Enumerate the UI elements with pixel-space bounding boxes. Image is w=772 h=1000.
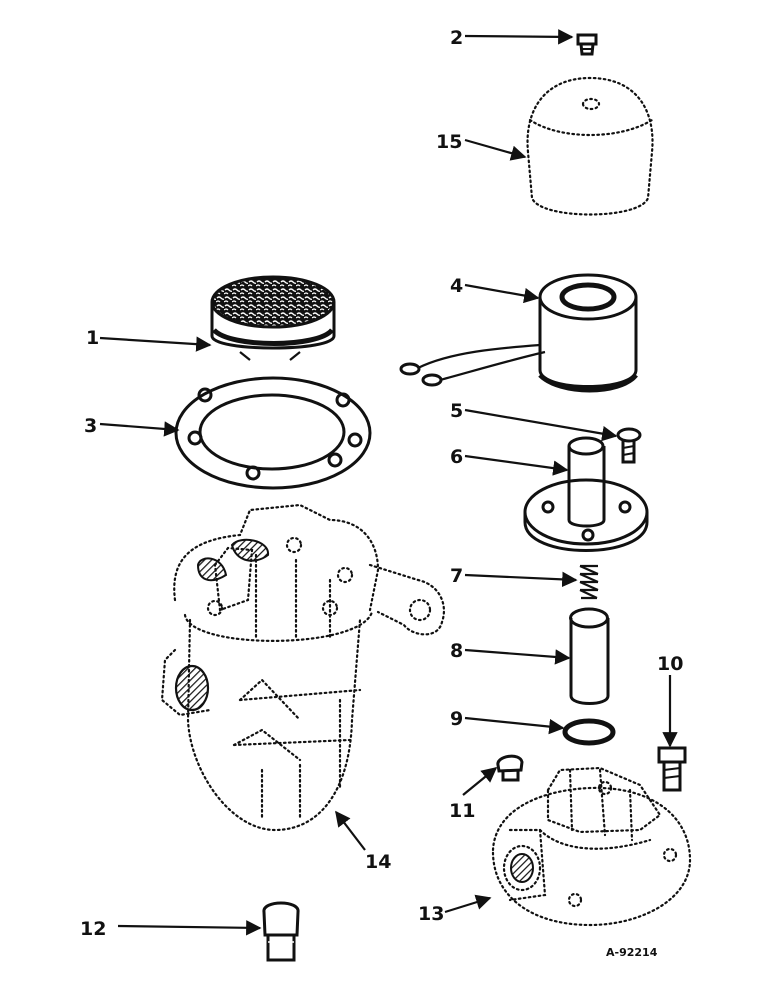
part-5-screw [616, 427, 642, 464]
part-1-filter-screen [210, 275, 336, 361]
leader-lines [99, 29, 678, 936]
callout-8: 8 [450, 640, 463, 662]
part-12-drain-plug [262, 901, 300, 962]
part-14-filter-bowl [160, 503, 445, 832]
part-3-gasket [174, 376, 372, 490]
part-8-plunger [569, 607, 610, 705]
part-9-o-ring [562, 718, 616, 746]
part-7-spring [579, 564, 599, 600]
callout-15: 15 [436, 131, 462, 153]
callout-10: 10 [657, 653, 683, 675]
drawing-code: A-92214 [606, 946, 658, 959]
callout-5: 5 [450, 400, 463, 422]
callout-6: 6 [450, 446, 463, 468]
part-2-plug [576, 33, 598, 56]
callout-11: 11 [449, 800, 475, 822]
part-6-flanged-tube [523, 436, 649, 552]
part-4-solenoid-coil [399, 273, 638, 393]
callout-9: 9 [450, 708, 463, 730]
part-13-valve-body [491, 766, 692, 927]
callout-7: 7 [450, 565, 463, 587]
callout-labels: 2 15 1 3 4 5 6 7 8 9 10 11 14 12 13 [80, 27, 683, 940]
callout-13: 13 [418, 903, 444, 925]
callout-14: 14 [365, 851, 391, 873]
part-11-plug [496, 754, 524, 782]
callout-12: 12 [80, 918, 106, 940]
callout-2: 2 [450, 27, 463, 49]
part-10-bolt [657, 746, 687, 792]
callout-3: 3 [84, 415, 97, 437]
part-15-cover [526, 76, 654, 216]
callout-1: 1 [86, 327, 99, 349]
callout-4: 4 [450, 275, 463, 297]
